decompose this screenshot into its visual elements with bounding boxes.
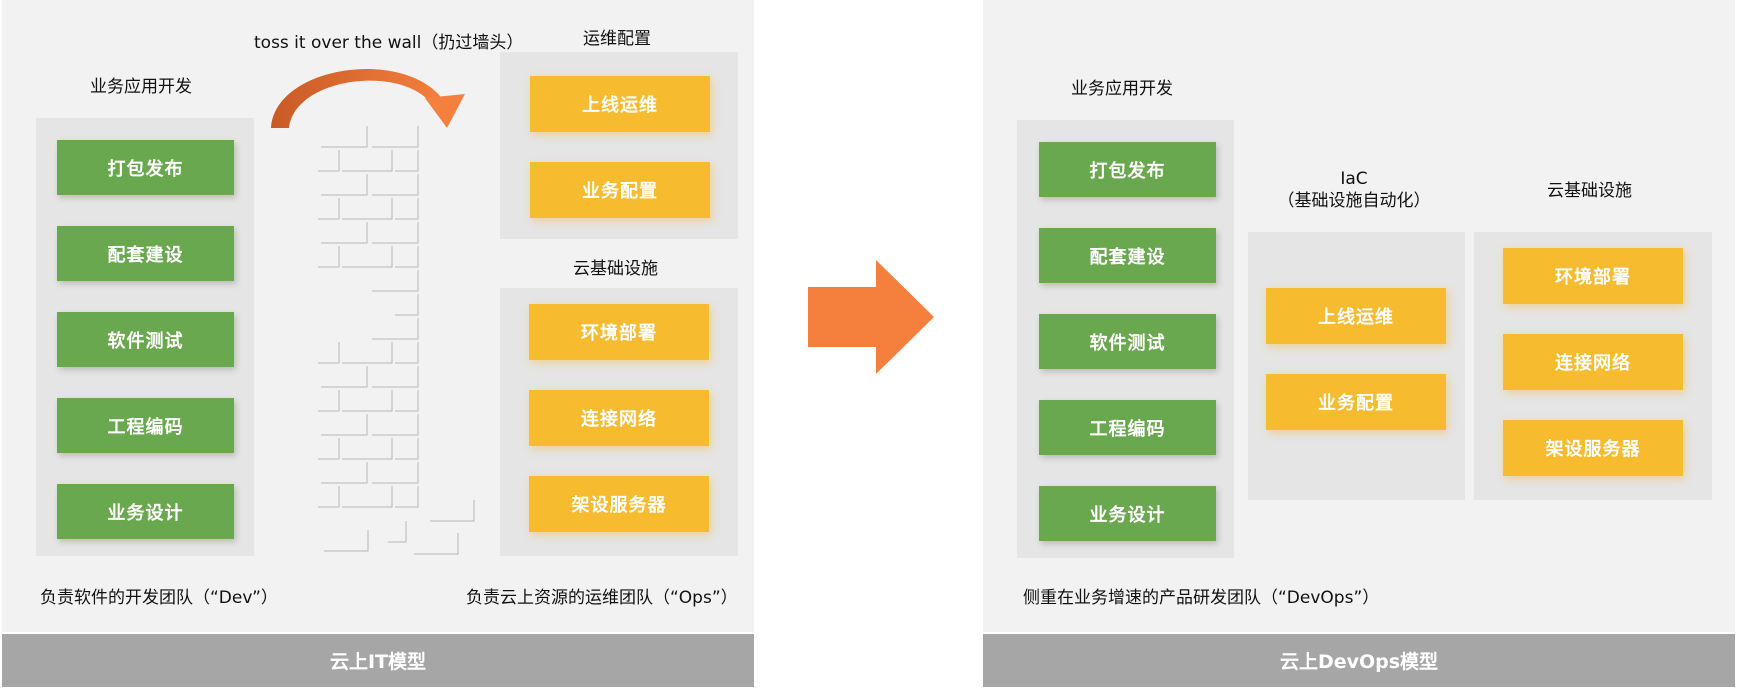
- right-dev-item-supporting: 配套建设: [1039, 228, 1216, 283]
- right-cloud-infra-title: 云基础设施: [1547, 181, 1632, 201]
- ops-config-item-business: 业务配置: [530, 162, 710, 218]
- left-dev-item-supporting: 配套建设: [57, 226, 234, 281]
- left-dev-item-coding: 工程编码: [57, 398, 234, 453]
- right-infra-item-env: 环境部署: [1503, 248, 1683, 304]
- iac-item-online: 上线运维: [1266, 288, 1446, 344]
- iac-item-business: 业务配置: [1266, 374, 1446, 430]
- right-dev-item-coding: 工程编码: [1039, 400, 1216, 455]
- iac-title: IaC （基础设施自动化）: [1248, 168, 1460, 212]
- left-footer: 云上IT模型: [2, 634, 754, 687]
- iac-title-line1: IaC: [1340, 169, 1368, 189]
- left-dev-item-testing: 软件测试: [57, 312, 234, 367]
- ops-config-title: 运维配置: [583, 29, 651, 49]
- left-dev-group-title: 业务应用开发: [90, 77, 192, 97]
- right-dev-item-packaging: 打包发布: [1039, 142, 1216, 197]
- brick-wall: [318, 126, 475, 555]
- right-dev-group-title: 业务应用开发: [1071, 79, 1173, 99]
- right-footer: 云上DevOps模型: [983, 634, 1735, 687]
- toss-curved-arrow-icon: [271, 68, 465, 128]
- left-infra-item-network: 连接网络: [529, 390, 709, 446]
- left-cloud-infra-title: 云基础设施: [573, 259, 658, 279]
- right-infra-item-network: 连接网络: [1503, 334, 1683, 390]
- left-infra-item-server: 架设服务器: [529, 476, 709, 532]
- right-dev-item-design: 业务设计: [1039, 486, 1216, 541]
- left-dev-item-packaging: 打包发布: [57, 140, 234, 195]
- devops-team-caption: 侧重在业务增速的产品研发团队（“DevOps”）: [1023, 588, 1380, 608]
- left-infra-item-env: 环境部署: [529, 304, 709, 360]
- left-dev-item-design: 业务设计: [57, 484, 234, 539]
- transition-arrow-icon: [808, 260, 934, 374]
- iac-group: [1248, 232, 1465, 500]
- right-dev-item-testing: 软件测试: [1039, 314, 1216, 369]
- wall-caption: toss it over the wall（扔过墙头）: [254, 33, 524, 53]
- right-infra-item-server: 架设服务器: [1503, 420, 1683, 476]
- dev-team-caption: 负责软件的开发团队（“Dev”）: [40, 588, 278, 608]
- ops-team-caption: 负责云上资源的运维团队（“Ops”）: [466, 588, 738, 608]
- iac-title-line2: （基础设施自动化）: [1277, 191, 1431, 211]
- ops-config-item-online: 上线运维: [530, 76, 710, 132]
